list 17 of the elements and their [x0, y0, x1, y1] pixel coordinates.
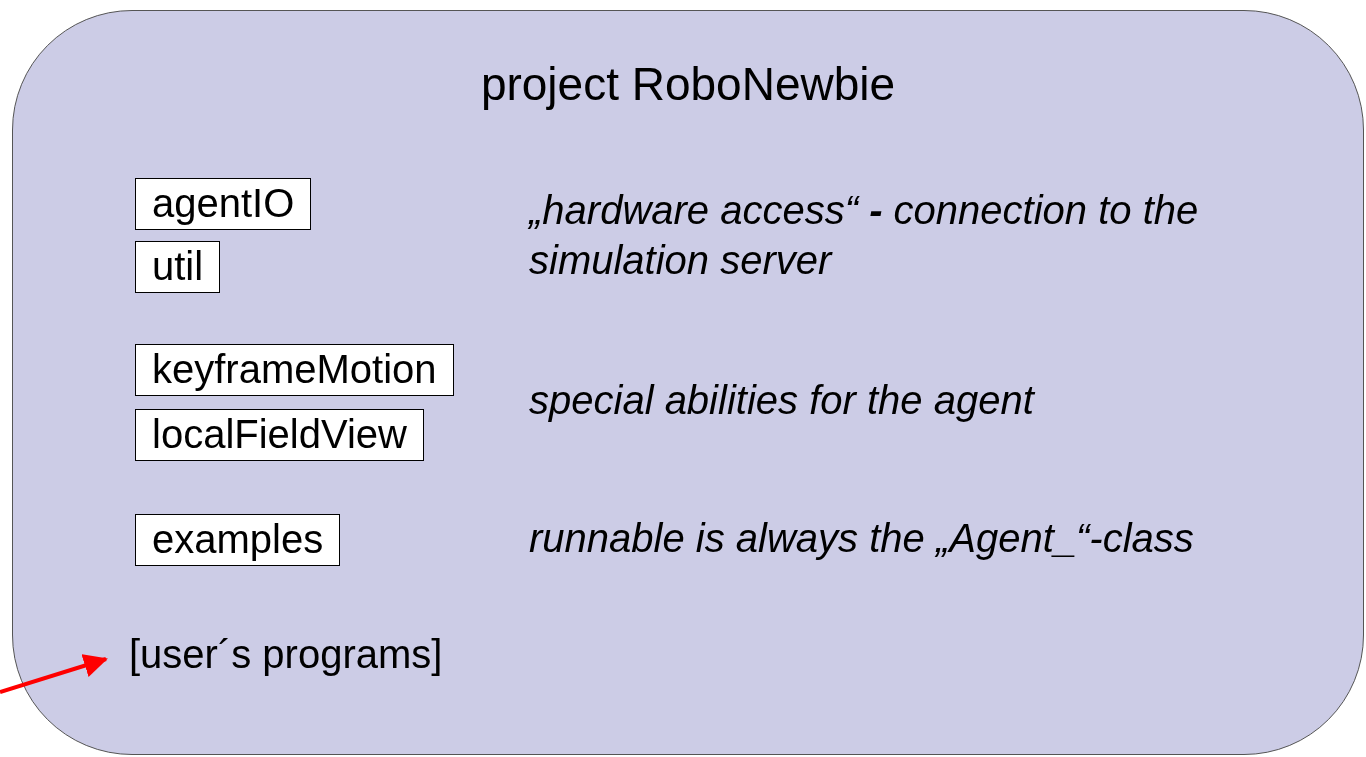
project-panel	[12, 10, 1364, 755]
package-name: util	[152, 244, 204, 288]
package-name: examples	[152, 517, 324, 561]
description-text: „hardware access“ - connection to the simulation server	[529, 187, 1200, 284]
package-box	[135, 344, 454, 396]
package-box	[135, 241, 221, 293]
package-name: keyframeMotion	[152, 347, 437, 391]
description-text: runnable is always the „Agent_“-class	[529, 515, 1195, 562]
package-box	[135, 178, 312, 230]
panel-title: project RoboNewbie	[479, 59, 897, 110]
arrow	[0, 654, 108, 694]
package-name: localFieldView	[152, 412, 407, 456]
package-box	[135, 514, 341, 566]
placeholder-text: [user´s programs]	[105, 634, 443, 674]
description-text: special abilities for the agent	[529, 377, 1036, 424]
package-name: agentIO	[152, 181, 295, 225]
package-box	[135, 409, 424, 461]
